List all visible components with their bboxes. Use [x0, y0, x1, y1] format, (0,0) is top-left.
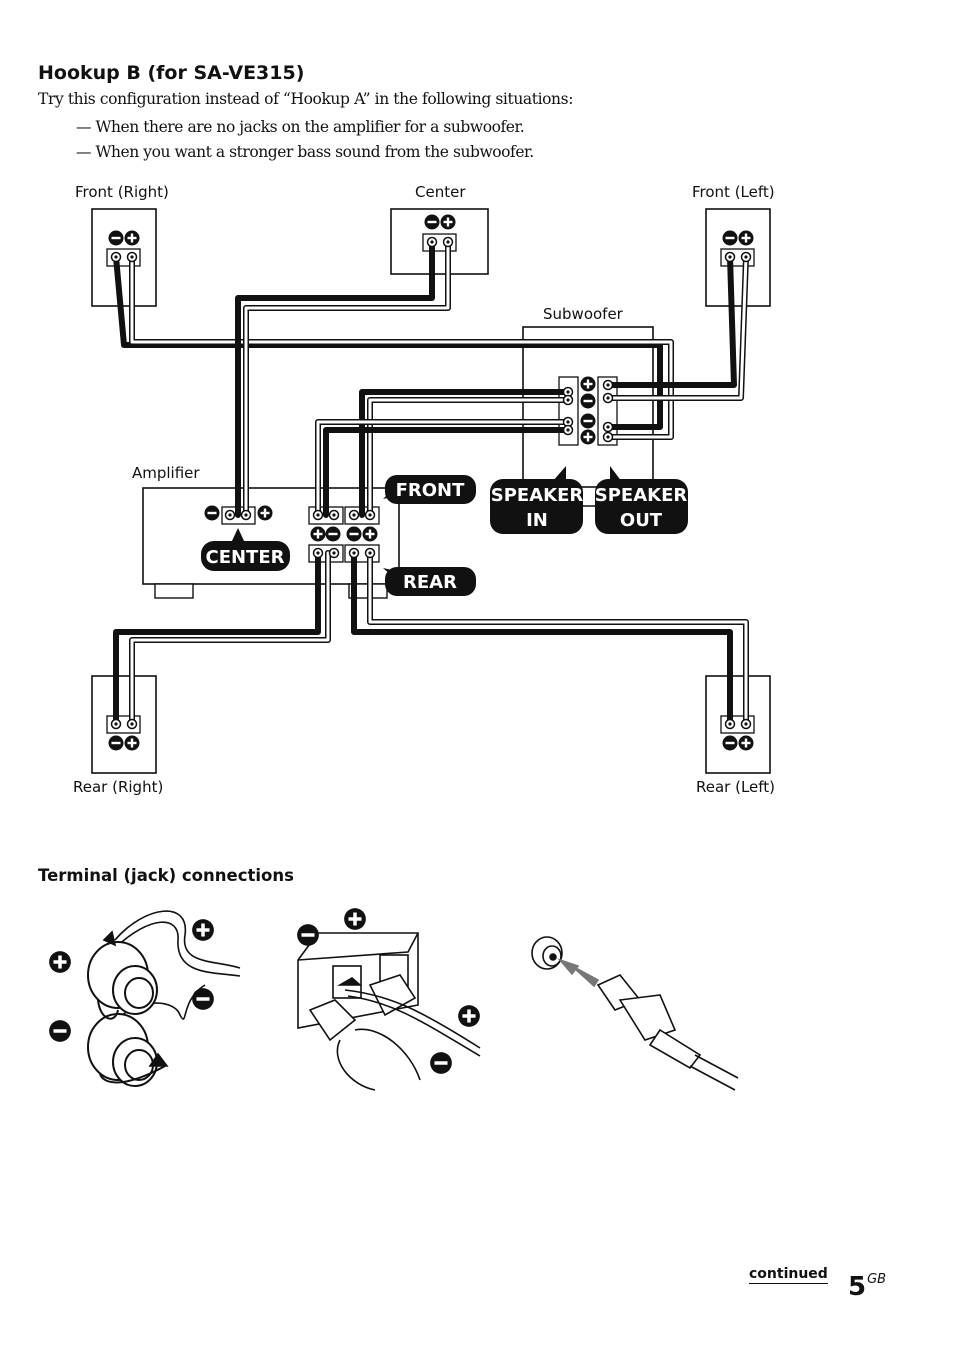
- svg-text:IN: IN: [526, 510, 548, 531]
- binding-post-illustration: [87, 910, 241, 1087]
- speaker-wires: [113, 239, 749, 727]
- speaker-in-tag: SPEAKER IN: [490, 466, 583, 534]
- page-title: Hookup B (for SA-VE315): [38, 62, 305, 84]
- spring-terminal-illustration: [297, 932, 481, 1091]
- page-number: 5GB: [848, 1272, 886, 1302]
- rear-left-speaker: [705, 675, 771, 774]
- front-right-label: Front (Right): [75, 183, 169, 201]
- svg-text:REAR: REAR: [403, 572, 457, 593]
- front-left-speaker: [705, 208, 771, 307]
- continued-link: continued: [749, 1266, 828, 1284]
- center-speaker: [390, 208, 489, 275]
- svg-text:SPEAKER: SPEAKER: [595, 485, 688, 506]
- rear-left-label: Rear (Left): [696, 778, 775, 796]
- svg-text:CENTER: CENTER: [205, 547, 284, 568]
- amplifier-label: Amplifier: [132, 464, 200, 482]
- center-tag: CENTER: [201, 528, 290, 571]
- svg-text:SPEAKER: SPEAKER: [491, 485, 584, 506]
- terminal-connections-heading: Terminal (jack) connections: [38, 866, 294, 885]
- svg-text:FRONT: FRONT: [396, 480, 466, 501]
- front-left-label: Front (Left): [692, 183, 775, 201]
- intro-text: Try this configuration instead of “Hooku…: [38, 90, 574, 108]
- center-label: Center: [415, 183, 466, 201]
- subwoofer-label: Subwoofer: [543, 305, 624, 323]
- front-tag: FRONT: [383, 475, 476, 504]
- subwoofer-unit: [522, 326, 654, 488]
- page-number-suffix: GB: [867, 1272, 887, 1287]
- front-right-speaker: [91, 208, 157, 307]
- rear-right-speaker: [91, 675, 157, 774]
- bullet-stronger-bass: — When you want a stronger bass sound fr…: [76, 143, 534, 161]
- rear-tag: REAR: [383, 567, 476, 596]
- rca-jack-illustration: [531, 936, 739, 1091]
- page-number-value: 5: [848, 1272, 867, 1302]
- bullet-no-jacks: — When there are no jacks on the amplifi…: [76, 118, 525, 136]
- rear-right-label: Rear (Right): [73, 778, 163, 796]
- speaker-out-tag: SPEAKER OUT: [595, 466, 688, 534]
- svg-text:OUT: OUT: [620, 510, 663, 531]
